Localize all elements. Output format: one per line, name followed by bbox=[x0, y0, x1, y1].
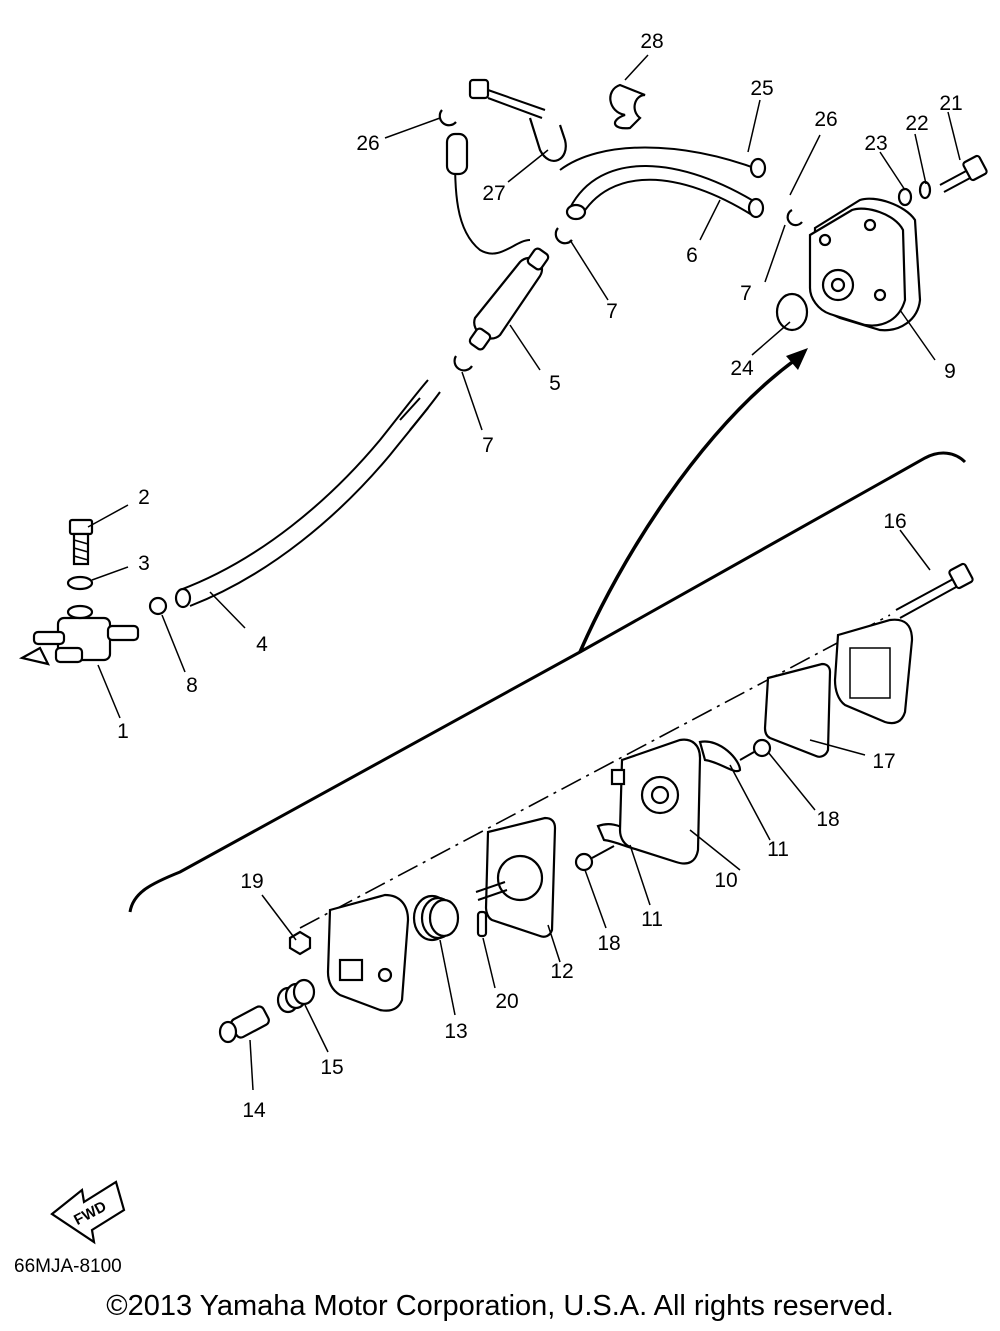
callout-26-right: 26 bbox=[814, 108, 837, 131]
fuel-pump-9 bbox=[808, 197, 922, 332]
hose-clip-8 bbox=[148, 596, 168, 616]
callout-23: 23 bbox=[864, 132, 887, 155]
pump-body-10 bbox=[610, 738, 702, 865]
callout-2: 2 bbox=[138, 486, 150, 509]
callout-16: 16 bbox=[883, 510, 906, 533]
callout-4: 4 bbox=[256, 633, 268, 656]
fuel-hose-6 bbox=[569, 165, 761, 209]
callout-6: 6 bbox=[686, 244, 698, 267]
fuel-hose-4 bbox=[179, 379, 429, 591]
clip-28 bbox=[609, 83, 646, 130]
plunger-14 bbox=[218, 1005, 270, 1044]
callout-7-right: 7 bbox=[740, 282, 752, 305]
screw-18-upper bbox=[739, 738, 772, 761]
callout-17: 17 bbox=[872, 750, 895, 773]
reed-valve-11-upper bbox=[698, 740, 742, 773]
pin-20 bbox=[476, 910, 488, 938]
engine-outline bbox=[128, 451, 967, 913]
callout-9: 9 bbox=[944, 360, 956, 383]
callout-11-lower: 11 bbox=[641, 908, 663, 931]
fuel-hose-26 bbox=[454, 149, 531, 255]
callout-1: 1 bbox=[117, 720, 129, 743]
callout-10: 10 bbox=[714, 869, 737, 892]
spring-13 bbox=[412, 894, 460, 942]
callout-18-lower: 18 bbox=[597, 932, 620, 955]
copyright-notice: ©2013 Yamaha Motor Corporation, U.S.A. A… bbox=[106, 1290, 894, 1322]
fuel-filter-5 bbox=[468, 247, 550, 351]
gasket-17 bbox=[763, 662, 832, 758]
callout-3: 3 bbox=[138, 552, 150, 575]
callout-28: 28 bbox=[640, 30, 663, 53]
callout-8: 8 bbox=[186, 674, 198, 697]
bolt-21 bbox=[939, 154, 988, 193]
callout-7-lower: 7 bbox=[482, 434, 494, 457]
callout-22: 22 bbox=[905, 112, 928, 135]
callout-14: 14 bbox=[242, 1099, 266, 1122]
washer-3 bbox=[66, 575, 94, 591]
fwd-arrow-icon: FWD bbox=[50, 1180, 126, 1245]
diaphragm-12 bbox=[475, 816, 557, 938]
pump-location-arrow bbox=[578, 358, 797, 653]
leader-lines bbox=[87, 54, 961, 1091]
callout-19: 19 bbox=[240, 870, 263, 893]
clip-7-middle bbox=[554, 227, 573, 245]
washer-23 bbox=[897, 187, 913, 207]
washer-22 bbox=[918, 180, 932, 200]
callout-7-middle: 7 bbox=[606, 300, 618, 323]
callout-25: 25 bbox=[750, 77, 773, 100]
clip-7-right bbox=[786, 209, 803, 227]
arrow-head bbox=[786, 348, 808, 370]
o-ring-24 bbox=[775, 292, 809, 332]
bolt-27 bbox=[468, 78, 567, 162]
callout-5: 5 bbox=[549, 372, 561, 395]
pump-housing bbox=[326, 893, 410, 1012]
callout-12: 12 bbox=[550, 960, 573, 983]
bolt-16 bbox=[895, 562, 974, 619]
fuel-connector-1 bbox=[18, 604, 140, 666]
callout-11-upper: 11 bbox=[767, 838, 789, 861]
pump-cover bbox=[833, 618, 914, 725]
callout-18-upper: 18 bbox=[816, 808, 839, 831]
spring-15 bbox=[276, 978, 316, 1014]
bolt-2 bbox=[68, 518, 94, 566]
clip-7-lower bbox=[453, 355, 473, 372]
callout-15: 15 bbox=[320, 1056, 343, 1079]
callout-24: 24 bbox=[730, 357, 754, 380]
fuel-hose-25 bbox=[559, 146, 761, 171]
screw-18-lower bbox=[574, 845, 615, 872]
callout-13: 13 bbox=[444, 1020, 467, 1043]
callout-20: 20 bbox=[495, 990, 518, 1013]
callout-26-left: 26 bbox=[356, 132, 379, 155]
callout-27: 27 bbox=[482, 182, 505, 205]
callout-21: 21 bbox=[939, 92, 962, 115]
diagram-code: 66MJA-8100 bbox=[14, 1256, 122, 1277]
